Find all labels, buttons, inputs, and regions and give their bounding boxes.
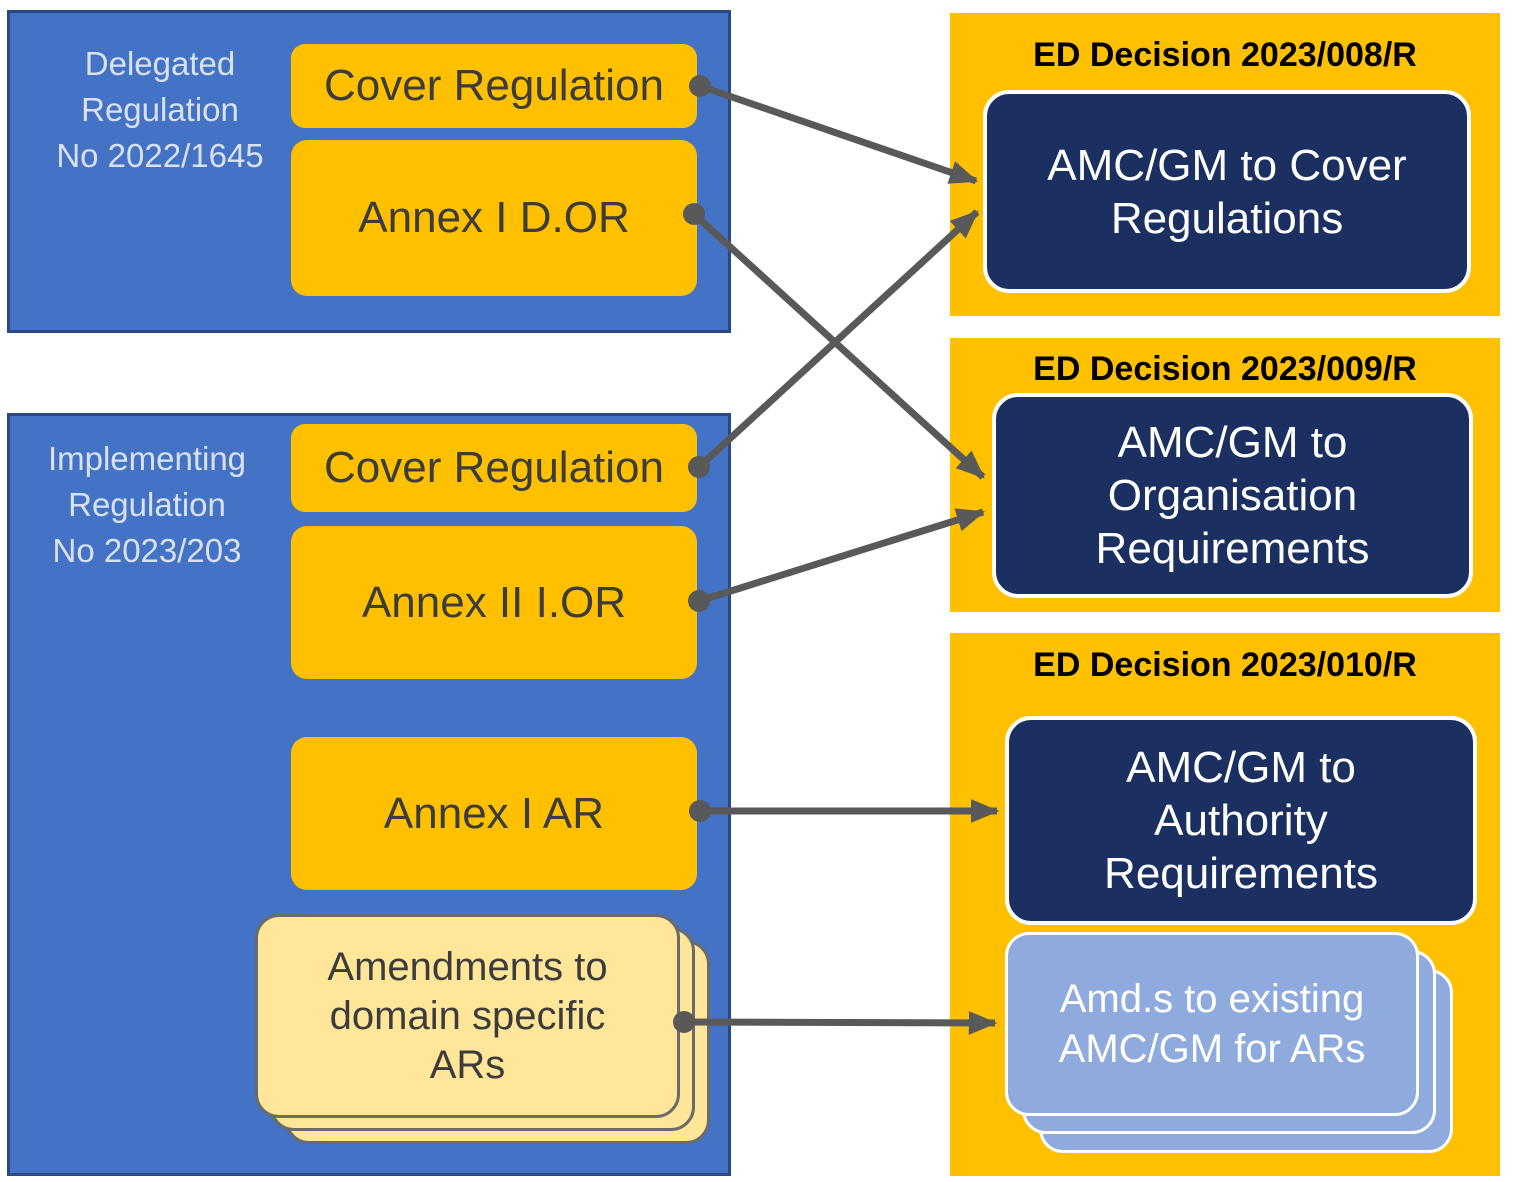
box-amcgm-authority-requirements: AMC/GM to Authority Requirements xyxy=(1005,716,1477,925)
box-label: AMC/GM to Cover Regulations xyxy=(1047,140,1407,243)
box-label: Annex II I.OR xyxy=(361,577,627,627)
title-line: No 2023/203 xyxy=(52,532,242,569)
arrow-annex-i-dor-to-amcgm-organisation xyxy=(691,211,986,480)
box-label: Cover Regulation xyxy=(324,443,664,492)
arrow-annex-ii-ior-to-amcgm-organisation xyxy=(697,508,986,605)
arrow-implementing-cover-to-amcgm-cover xyxy=(696,209,980,470)
panel-implementing-title: Implementing Regulation No 2023/203 xyxy=(22,436,272,574)
title-line: Implementing xyxy=(47,440,247,477)
box-label: Annex I AR xyxy=(383,788,605,838)
ed-decision-title: ED Decision 2023/009/R xyxy=(1033,350,1417,388)
box-cover-regulation-implementing: Cover Regulation xyxy=(291,424,697,512)
ed-decision-title: ED Decision 2023/008/R xyxy=(1033,36,1417,74)
title-line: Delegated xyxy=(84,45,236,82)
box-label: Annex I D.OR xyxy=(358,193,630,242)
box-annex-ii-ior: Annex II I.OR xyxy=(291,526,697,679)
box-cover-regulation-delegated: Cover Regulation xyxy=(291,44,697,128)
arrow-delegated-cover-to-amcgm-cover xyxy=(698,82,979,185)
title-line: Regulation xyxy=(68,486,226,523)
box-annex-i-ar: Annex I AR xyxy=(291,737,697,890)
box-label: AMC/GM to Organisation Requirements xyxy=(1095,418,1370,573)
box-annex-i-dor: Annex I D.OR xyxy=(291,140,697,296)
box-amds-existing-amcgm-ars: Amd.s to existing AMC/GM for ARs xyxy=(1005,932,1419,1116)
box-amendments-domain-specific-ars: Amendments to domain specific ARs xyxy=(255,914,680,1118)
title-line: Regulation xyxy=(81,91,239,128)
box-label: Amd.s to existing AMC/GM for ARs xyxy=(1058,977,1366,1071)
box-label: Cover Regulation xyxy=(324,61,664,110)
box-label: AMC/GM to Authority Requirements xyxy=(1104,743,1378,898)
box-amcgm-organisation-requirements: AMC/GM to Organisation Requirements xyxy=(992,393,1473,598)
box-amcgm-cover-regulations: AMC/GM to Cover Regulations xyxy=(983,90,1471,293)
box-label: Amendments to domain specific ARs xyxy=(327,944,608,1087)
panel-delegated-title: Delegated Regulation No 2022/1645 xyxy=(35,41,285,179)
ed-decision-title: ED Decision 2023/010/R xyxy=(1033,646,1417,684)
title-line: No 2022/1645 xyxy=(56,137,264,174)
